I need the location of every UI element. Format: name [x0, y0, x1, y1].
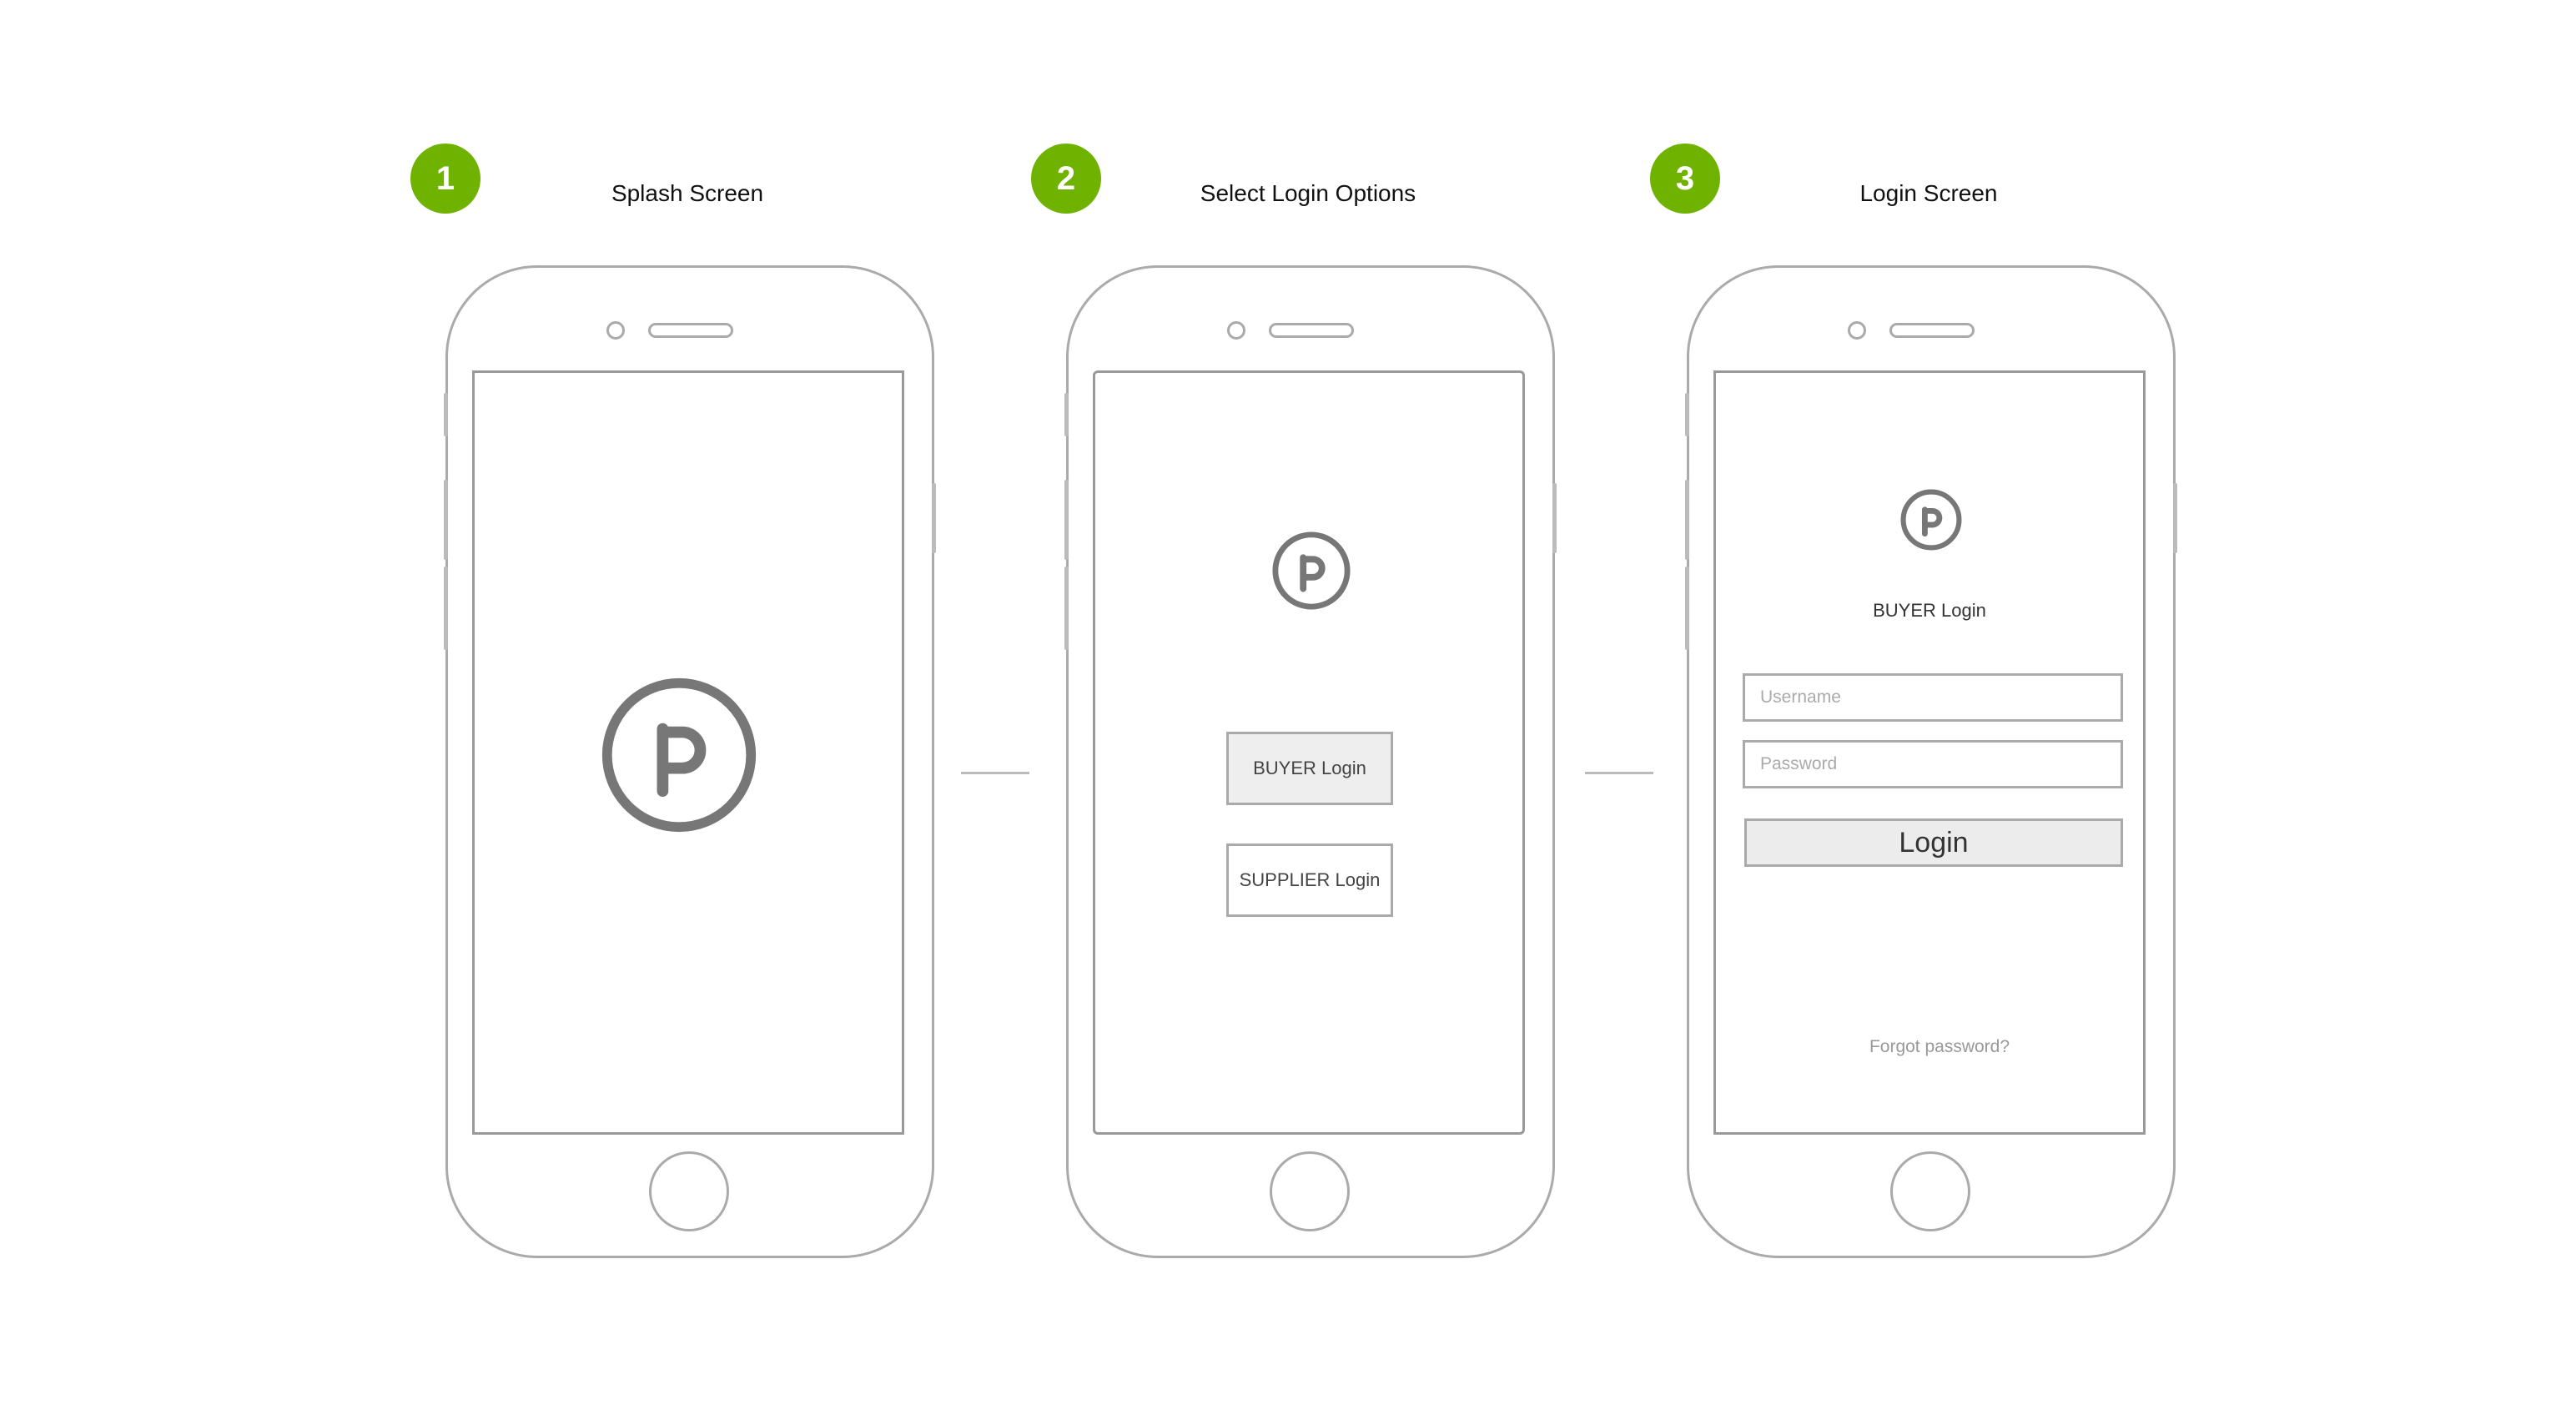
camera-icon	[1848, 321, 1866, 340]
step-title-select-login: Select Login Options	[1200, 180, 1416, 206]
home-button[interactable]	[1890, 1151, 1970, 1231]
phone-login: BUYER Login Username Password Login Forg…	[1685, 265, 2177, 1258]
camera-icon	[606, 321, 625, 340]
screen: BUYER Login SUPPLIER Login	[1093, 370, 1525, 1135]
login-button[interactable]: Login	[1744, 818, 2123, 867]
phone-splash	[444, 265, 936, 1258]
side-button	[444, 480, 448, 560]
side-button	[444, 393, 448, 436]
screen: BUYER Login Username Password Login Forg…	[1713, 370, 2146, 1135]
flow-connector-2-3	[1585, 772, 1653, 774]
speaker-icon	[1269, 323, 1354, 338]
side-button	[1064, 567, 1069, 650]
side-button	[1685, 480, 1689, 560]
speaker-icon	[648, 323, 733, 338]
phone-select-login: BUYER Login SUPPLIER Login	[1064, 265, 1557, 1258]
side-button	[1552, 483, 1557, 553]
step-badge-1: 1	[410, 144, 480, 214]
step-badge-2: 2	[1031, 144, 1101, 214]
p-circle-logo-icon	[601, 677, 757, 833]
password-input[interactable]: Password	[1743, 740, 2123, 788]
camera-icon	[1227, 321, 1245, 340]
screen	[472, 370, 904, 1135]
step-title-splash: Splash Screen	[611, 180, 764, 206]
p-circle-logo-icon	[1272, 531, 1351, 610]
buyer-login-button[interactable]: BUYER Login	[1226, 732, 1393, 805]
side-button	[1064, 480, 1069, 560]
side-button	[1685, 567, 1689, 650]
side-button	[1064, 393, 1069, 436]
username-input[interactable]: Username	[1743, 673, 2123, 722]
side-button	[2173, 483, 2177, 553]
side-button	[932, 483, 936, 553]
side-button	[444, 567, 448, 650]
supplier-login-button[interactable]: SUPPLIER Login	[1226, 844, 1393, 917]
forgot-password-link[interactable]: Forgot password?	[1869, 1037, 2010, 1056]
side-button	[1685, 393, 1689, 436]
speaker-icon	[1889, 323, 1975, 338]
home-button[interactable]	[649, 1151, 729, 1231]
flow-connector-1-2	[961, 772, 1029, 774]
step-badge-3: 3	[1650, 144, 1720, 214]
login-heading: BUYER Login	[1873, 600, 1986, 621]
step-title-login: Login Screen	[1859, 180, 1998, 206]
p-circle-logo-icon	[1900, 489, 1962, 551]
home-button[interactable]	[1270, 1151, 1350, 1231]
